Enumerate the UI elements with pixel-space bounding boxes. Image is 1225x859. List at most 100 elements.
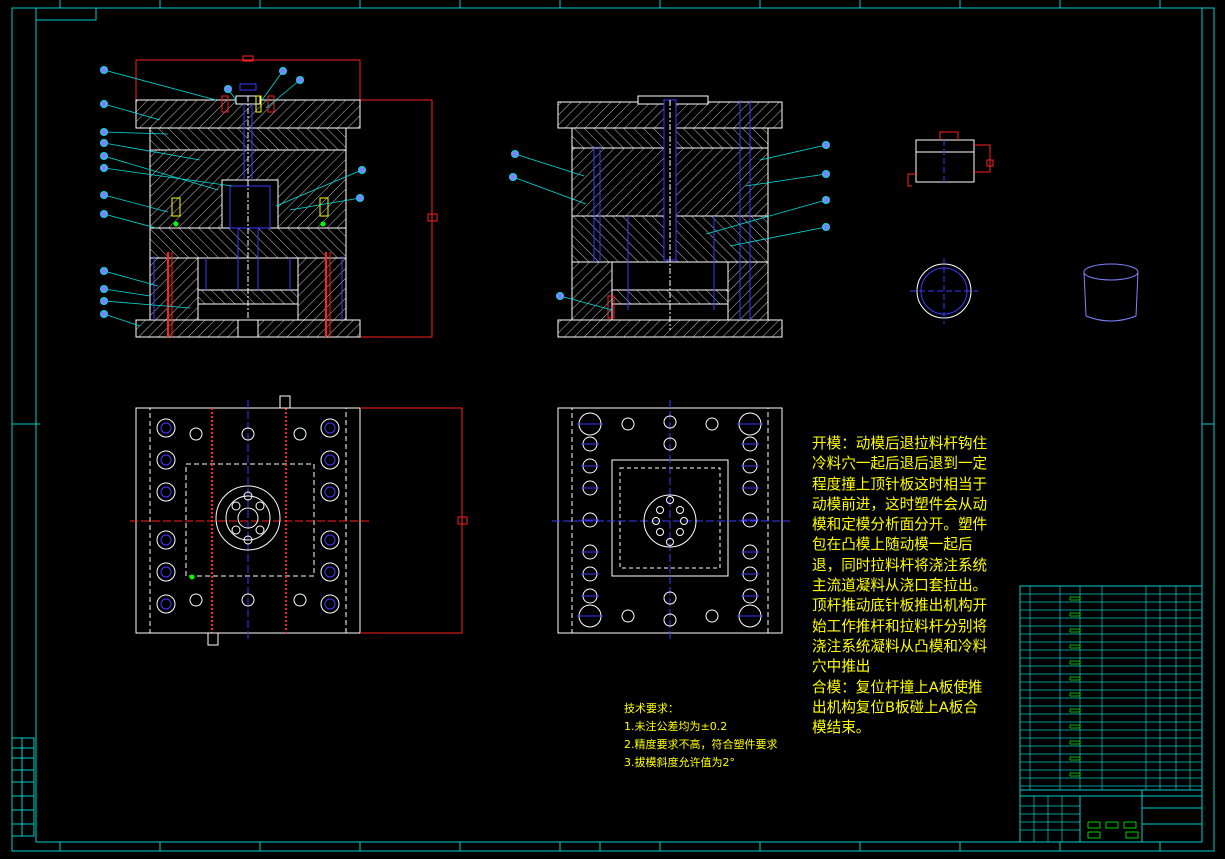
drawing-frame xyxy=(11,7,1215,852)
part-balloon xyxy=(100,139,108,147)
tech-title: 技术要求： xyxy=(624,702,679,715)
bom-cell-text xyxy=(1069,660,1081,665)
part-balloon xyxy=(822,223,830,231)
hole xyxy=(156,418,176,438)
cavity-hole xyxy=(656,528,664,536)
leader-line xyxy=(103,194,169,213)
leader-line xyxy=(514,153,585,177)
hole xyxy=(320,482,340,502)
part-balloon xyxy=(100,100,108,108)
leader-line xyxy=(103,313,141,327)
title-cell-text xyxy=(1087,821,1101,829)
fixed-half-holes xyxy=(156,418,340,614)
hole xyxy=(241,427,255,441)
hole xyxy=(621,609,635,623)
part-balloon xyxy=(296,76,304,84)
leader-line xyxy=(103,103,161,121)
hole-core xyxy=(160,422,172,434)
technical-requirements: 技术要求： 1.未注公差均为±0.2 2.精度要求不高，符合塑件要求 3.拔模斜… xyxy=(624,700,804,772)
bom-cell-text xyxy=(1069,740,1081,745)
hole xyxy=(320,562,340,582)
leader-line xyxy=(559,295,613,311)
front-view-balloons xyxy=(100,66,366,327)
hole-core xyxy=(160,454,172,466)
part-balloon xyxy=(822,141,830,149)
leader-line xyxy=(103,288,151,297)
part-balloon xyxy=(509,173,517,181)
part-balloon xyxy=(511,150,519,158)
leader-line xyxy=(265,79,301,109)
part-balloon xyxy=(100,285,108,293)
hole xyxy=(663,591,677,605)
hole xyxy=(705,609,719,623)
cavity-hole xyxy=(666,496,674,504)
hole xyxy=(621,417,635,431)
cavity-hole xyxy=(243,491,253,501)
hole-core xyxy=(324,422,336,434)
hole xyxy=(320,418,340,438)
front-section-view xyxy=(135,55,438,338)
hole xyxy=(156,594,176,614)
part-balloon xyxy=(279,67,287,75)
cavity-hole xyxy=(243,535,253,545)
hole xyxy=(189,593,203,607)
side-view-balloons xyxy=(509,141,830,311)
hole xyxy=(663,415,677,429)
hole xyxy=(663,613,677,627)
cavity-hole xyxy=(680,517,688,525)
title-cell-text xyxy=(1087,831,1101,839)
hole xyxy=(156,482,176,502)
cavity-hole xyxy=(231,525,241,535)
leader-line xyxy=(103,300,191,309)
hole xyxy=(705,417,719,431)
left-side-table xyxy=(11,737,35,837)
hole-core xyxy=(324,454,336,466)
leader-line xyxy=(729,226,827,247)
part-balloon xyxy=(100,128,108,136)
title-cell-text xyxy=(1105,821,1119,829)
cavity-hole xyxy=(676,528,684,536)
leader-line xyxy=(759,144,827,161)
bom-cell-text xyxy=(1069,628,1081,633)
cavity-hole xyxy=(255,501,265,511)
leader-line xyxy=(103,131,169,135)
leader-line xyxy=(103,142,201,161)
tech-item-1: 1.未注公差均为±0.2 xyxy=(624,720,728,733)
title-block xyxy=(1019,585,1203,843)
part-balloon xyxy=(358,166,366,174)
cavity-hole xyxy=(666,538,674,546)
hole-core xyxy=(160,598,172,610)
leader-line xyxy=(261,70,284,101)
cavity-hole xyxy=(255,525,265,535)
bom-cell-text xyxy=(1069,612,1081,617)
part-balloon xyxy=(224,85,232,93)
leader-line xyxy=(103,213,157,229)
hole-core xyxy=(324,534,336,546)
hole-core xyxy=(324,598,336,610)
leader-line xyxy=(512,176,587,205)
hole-core xyxy=(160,566,172,578)
part-balloon xyxy=(822,196,830,204)
hole-core xyxy=(324,486,336,498)
cavity-hole xyxy=(231,501,241,511)
hole xyxy=(156,450,176,470)
leader-line xyxy=(103,155,219,191)
bom-cell-text xyxy=(1069,596,1081,601)
hole xyxy=(189,427,203,441)
part-balloon xyxy=(822,170,830,178)
leader-line xyxy=(103,69,217,101)
mold-close-note: 合模：复位杆撞上A板使推出机构复位B板碰上A板合模结束。 xyxy=(812,678,983,737)
side-section-view xyxy=(557,95,783,338)
part-balloon xyxy=(100,310,108,318)
part-balloon xyxy=(100,297,108,305)
bom-cell-text xyxy=(1069,772,1081,777)
leader-line xyxy=(103,167,233,187)
leader-line xyxy=(705,199,827,235)
hole xyxy=(320,594,340,614)
bom-cell-text xyxy=(1069,644,1081,649)
leader-line xyxy=(745,173,827,187)
hole xyxy=(320,450,340,470)
part-balloon xyxy=(100,191,108,199)
hole xyxy=(293,593,307,607)
